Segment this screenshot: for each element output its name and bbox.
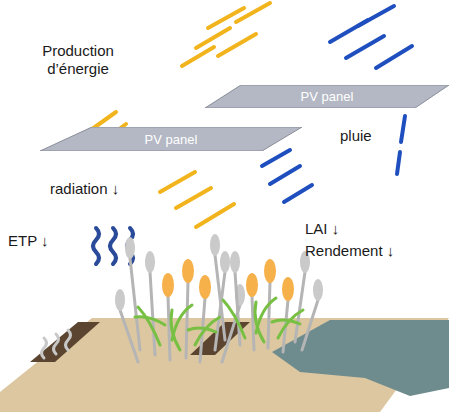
rain-drop	[358, 6, 394, 26]
stalk	[168, 296, 170, 360]
grain-head	[125, 237, 135, 259]
rain-drop	[270, 166, 300, 184]
ray	[160, 172, 195, 192]
ray	[196, 28, 230, 48]
crop-cluster	[115, 237, 245, 362]
leaf	[255, 302, 264, 342]
leaves	[135, 305, 220, 350]
grain-heads	[115, 237, 245, 311]
pv-panel: PV panel	[40, 127, 302, 151]
soil-evaporation	[42, 330, 71, 358]
wave	[93, 228, 99, 264]
rain-drop	[346, 36, 384, 58]
grain-head	[246, 273, 258, 297]
rain-drop	[397, 152, 400, 174]
annotation: pluie	[340, 127, 372, 145]
annotation: radiation ↓	[50, 180, 119, 198]
panel-shape	[205, 85, 449, 108]
wave	[54, 334, 59, 354]
grain-head	[264, 259, 276, 283]
leaves	[223, 298, 303, 342]
stalk	[252, 296, 254, 350]
grain-head	[230, 251, 240, 273]
leaf	[223, 300, 245, 338]
ray	[236, 3, 270, 22]
stalk	[295, 272, 305, 342]
grain-head	[313, 279, 323, 301]
panel-shape	[40, 127, 302, 151]
pv-panel: PV panel	[205, 85, 449, 108]
ray	[208, 8, 244, 28]
leaf	[172, 305, 192, 340]
wave	[110, 228, 116, 264]
annotation: Production d’énergie	[28, 42, 128, 78]
leaf	[188, 328, 216, 332]
annotation: LAI ↓	[305, 220, 339, 238]
stalk	[186, 282, 188, 358]
grain-head	[162, 273, 174, 297]
panel-label: PV panel	[40, 127, 302, 151]
leaf	[171, 310, 180, 350]
rain-drop	[401, 116, 405, 142]
ray	[182, 47, 214, 66]
rain-drop	[262, 150, 290, 166]
ray	[176, 188, 211, 208]
leaf	[272, 320, 300, 324]
stalk	[215, 255, 225, 340]
leaf	[135, 317, 165, 325]
annotation: Rendement ↓	[305, 242, 394, 260]
grain-head	[220, 251, 230, 273]
ray	[196, 204, 234, 227]
stalk	[302, 300, 318, 350]
wave	[42, 338, 47, 358]
annotation: ETP ↓	[8, 232, 49, 250]
stalk	[268, 282, 270, 348]
stalk	[150, 272, 155, 355]
rain-drop	[284, 185, 312, 202]
grain-head	[199, 275, 211, 299]
shadow	[272, 320, 449, 396]
rain-drop	[376, 46, 412, 68]
furrow	[30, 322, 100, 362]
grain-head	[182, 259, 194, 283]
grain-head	[210, 234, 220, 256]
wave	[66, 330, 71, 350]
grain-head	[145, 251, 155, 273]
stalk	[235, 272, 240, 345]
grain-head	[115, 289, 125, 311]
ray	[218, 34, 256, 56]
stalk	[130, 258, 140, 350]
leaf	[138, 307, 160, 345]
grain-head	[282, 277, 294, 301]
panel-label: PV panel	[205, 85, 449, 108]
